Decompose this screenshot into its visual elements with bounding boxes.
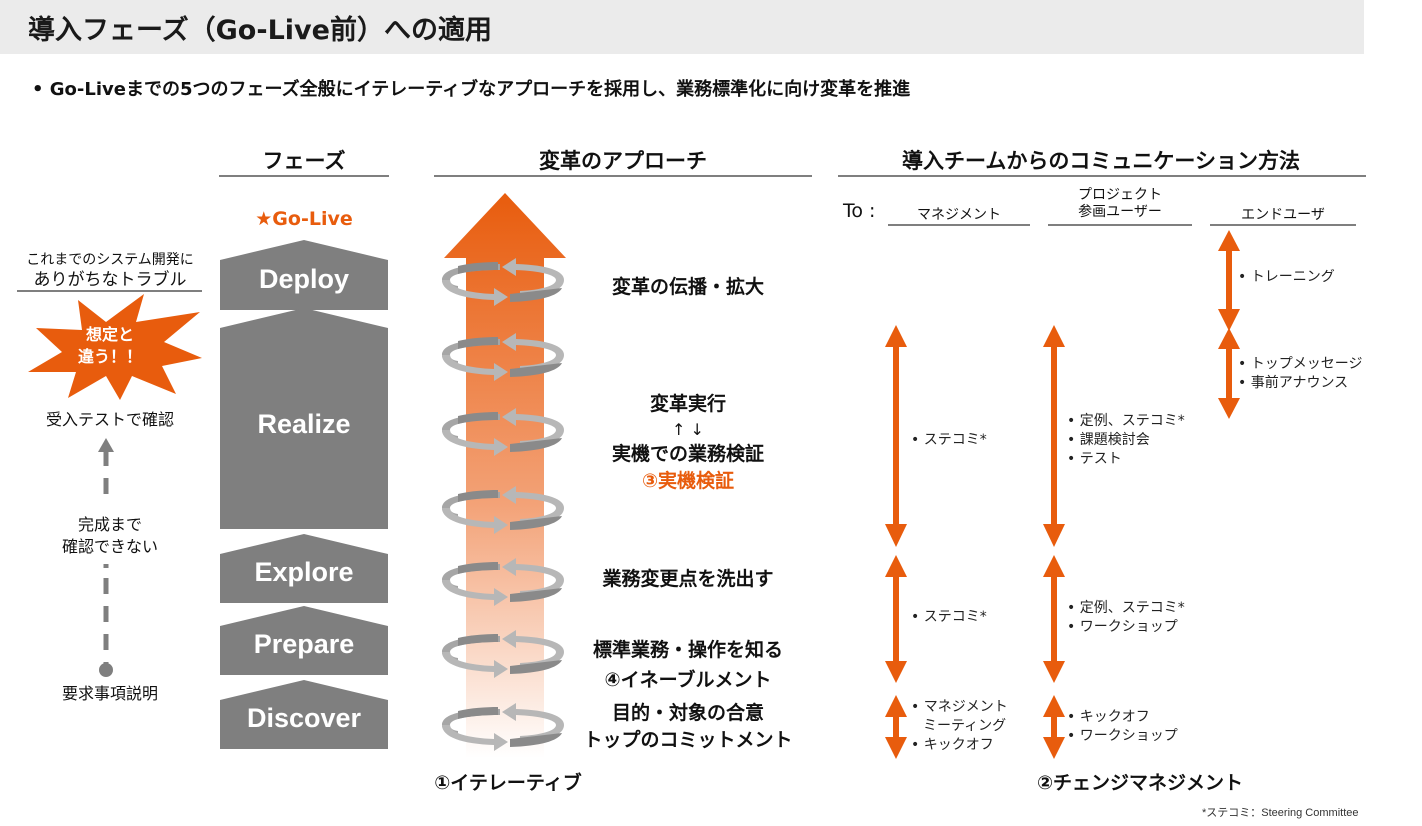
- audience-rule-end-user: [1210, 224, 1356, 226]
- acceptance-test-label: 受入テストで確認: [45, 410, 174, 429]
- audience-end-user: エンドユーザ: [1241, 207, 1325, 223]
- column-rule-approach: [434, 175, 812, 177]
- phase-explore: Explore: [254, 557, 354, 587]
- list-item: トップメッセージ: [1238, 355, 1363, 374]
- list-proj-discover: キックオフ ワークショップ: [1067, 708, 1178, 746]
- approach-discover: 目的・対象の合意 トップのコミットメント: [560, 700, 816, 754]
- phase-prepare: Prepare: [253, 629, 355, 659]
- tag-iterative: ①イテレーティブ: [434, 772, 582, 794]
- double-arrow-enduser-training: [1218, 230, 1240, 331]
- tag-real-machine-verification: ③実機検証: [641, 470, 735, 492]
- list-enduser-training: トレーニング: [1238, 268, 1335, 287]
- burst-line2: 違う！！: [77, 347, 142, 366]
- list-item: トレーニング: [1238, 268, 1335, 287]
- phase-realize: Realize: [257, 409, 351, 439]
- approach-discover-line2: トップのコミットメント: [583, 729, 793, 751]
- phase-stack: [220, 240, 388, 749]
- list-item: 定例、ステコミ*: [1067, 599, 1185, 618]
- phase-shape-explore: [220, 534, 388, 603]
- communication-arrows: [885, 230, 1240, 759]
- approach-prepare: 標準業務・操作を知る: [592, 639, 783, 661]
- page-subtitle: • Go-Liveまでの5つのフェーズ全般にイテレーティブなアプローチを採用し、…: [32, 79, 911, 100]
- list-mgmt-discover: マネジメント ミーティング キックオフ: [911, 698, 1008, 755]
- double-arrow-proj-explore: [1043, 555, 1065, 683]
- double-arrow-mgmt-explore: [885, 555, 907, 683]
- audience-project-users: プロジェクト 参画ユーザー: [1048, 187, 1192, 221]
- phase-shape-deploy: [220, 240, 388, 310]
- burst-text: 想定と 違う！！: [60, 324, 160, 368]
- approach-realize: 変革実行 ↑ ↓ 実機での業務検証 ③実機検証: [570, 391, 806, 495]
- list-enduser-announce: トップメッセージ 事前アナウンス: [1238, 355, 1363, 393]
- to-label: To :: [843, 200, 876, 222]
- list-item: ワークショップ: [1067, 618, 1185, 637]
- burst-line1: 想定と: [85, 325, 134, 344]
- timeline-start-dot: [99, 663, 113, 677]
- tag-enablement: ④イネーブルメント: [604, 669, 772, 691]
- title-bar: [0, 0, 1364, 54]
- list-item: テスト: [1067, 450, 1185, 469]
- timeline-dashed-arrow: [98, 438, 114, 677]
- column-rule-phase: [219, 175, 389, 177]
- list-mgmt-explore: ステコミ*: [911, 608, 987, 627]
- double-arrow-enduser-announce: [1218, 328, 1240, 419]
- list-item: 課題検討会: [1067, 431, 1185, 450]
- go-live-label: ★Go-Live: [255, 208, 353, 230]
- double-arrow-mgmt-realize: [885, 325, 907, 547]
- page-title: 導入フェーズ（Go-Live前）への適用: [28, 15, 492, 46]
- column-rule-communication: [838, 175, 1366, 177]
- cannot-confirm-line2: 確認できない: [61, 537, 158, 556]
- tag-change-management: ②チェンジマネジメント: [1036, 772, 1244, 794]
- list-item: ステコミ*: [911, 431, 987, 450]
- phase-deploy: Deploy: [258, 264, 350, 294]
- arrow-body: [444, 193, 566, 758]
- cannot-confirm-label: 完成まで 確認できない: [10, 514, 210, 558]
- double-arrow-proj-realize: [1043, 325, 1065, 547]
- column-heading-communication: 導入チームからのコミュニケーション方法: [902, 149, 1300, 173]
- burst-icon: [28, 294, 202, 400]
- footnote: *ステコミ：Steering Committee: [1202, 807, 1359, 819]
- list-mgmt-realize: ステコミ*: [911, 431, 987, 450]
- list-item: 事前アナウンス: [1238, 374, 1362, 393]
- requirements-label: 要求事項説明: [61, 684, 158, 703]
- approach-realize-line3: 実機での業務検証: [611, 443, 764, 465]
- trouble-heading-rule: [17, 290, 202, 292]
- list-item: ステコミ*: [911, 608, 987, 627]
- approach-deploy: 変革の伝播・拡大: [611, 276, 764, 298]
- cannot-confirm-line1: 完成まで: [77, 515, 142, 534]
- audience-rule-project: [1048, 224, 1192, 226]
- arrow-up-icon: [98, 438, 114, 452]
- trouble-heading-line2: ありがちなトラブル: [33, 270, 187, 290]
- audience-rule-management: [888, 224, 1030, 226]
- double-arrow-mgmt-discover: [885, 695, 907, 759]
- iterative-arrow: [442, 193, 566, 758]
- list-item: ミーティング: [923, 718, 1007, 734]
- list-item: 定例、ステコミ*: [1067, 412, 1185, 431]
- phase-shape-realize: [220, 308, 388, 529]
- column-heading-phase: フェーズ: [262, 149, 346, 173]
- burst-shape: [28, 294, 202, 400]
- list-proj-realize: 定例、ステコミ* 課題検討会 テスト: [1067, 412, 1185, 469]
- list-item: マネジメント: [911, 698, 1008, 717]
- audience-management: マネジメント: [917, 207, 1001, 223]
- phase-shape-discover: [220, 680, 388, 749]
- list-item: キックオフ: [1067, 708, 1178, 727]
- approach-realize-arrows: ↑ ↓: [672, 420, 704, 439]
- double-arrow-proj-discover: [1043, 695, 1065, 759]
- audience-project-line1: プロジェクト: [1078, 187, 1162, 203]
- list-proj-explore: 定例、ステコミ* ワークショップ: [1067, 599, 1185, 637]
- audience-project-line2: 参画ユーザー: [1078, 204, 1162, 220]
- list-item: ワークショップ: [1067, 727, 1178, 746]
- phase-shape-prepare: [220, 606, 388, 675]
- trouble-heading-line1: これまでのシステム開発に: [26, 252, 194, 268]
- phase-discover: Discover: [246, 703, 362, 733]
- approach-explore: 業務変更点を洗出す: [602, 568, 774, 590]
- column-heading-approach: 変革のアプローチ: [539, 149, 707, 173]
- approach-realize-line1: 変革実行: [649, 393, 726, 415]
- approach-discover-line1: 目的・対象の合意: [611, 702, 764, 724]
- list-item: キックオフ: [911, 736, 1008, 755]
